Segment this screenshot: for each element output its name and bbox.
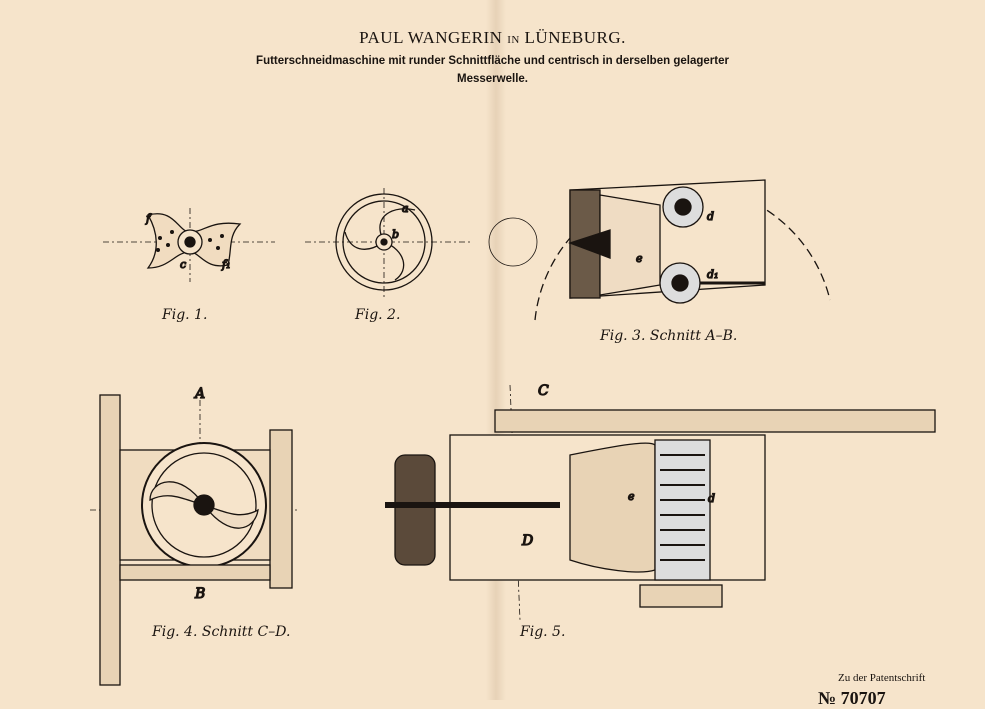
fig2-caption: Fig. 2. [355, 307, 401, 323]
label-e: e [636, 252, 643, 265]
fig3-caption: Fig. 3. Schnitt A–B. [600, 328, 738, 344]
title-line-2: Messerwelle. [457, 73, 528, 85]
fig3-drawing [534, 179, 831, 321]
label-C: C [538, 383, 549, 399]
label-d1: d₁ [707, 268, 718, 281]
label-c: c [180, 258, 186, 271]
footer-patent-label: Zu der Patentschrift [838, 672, 926, 684]
label-f: f [145, 212, 152, 225]
fig5-caption: Fig. 5. [520, 624, 566, 640]
ghost-circle [488, 217, 538, 267]
label-a: a [402, 202, 409, 215]
label-B: B [194, 586, 205, 602]
author-place: LÜNEBURG. [524, 28, 626, 47]
label-D: D [521, 533, 533, 549]
patent-author: PAUL WANGERIN IN LÜNEBURG. [0, 28, 985, 48]
fig1-drawing [103, 208, 275, 282]
fig2-drawing [305, 188, 470, 300]
label-f1: f₁ [221, 258, 230, 271]
fig5-drawing [385, 384, 936, 621]
label-A: A [193, 386, 205, 402]
label-b: b [392, 228, 399, 241]
patent-title: Futterschneidmaschine mit runder Schnitt… [0, 52, 985, 88]
label-e-fig5: e [628, 490, 635, 503]
author-name: PAUL WANGERIN [359, 28, 503, 47]
label-d: d [707, 210, 714, 223]
footer-patent-number: № 70707 [818, 688, 886, 708]
fig4-drawing [90, 394, 300, 686]
author-connector: IN [507, 34, 520, 46]
fig1-caption: Fig. 1. [162, 307, 208, 323]
label-d-fig5: d [708, 492, 715, 505]
title-line-1: Futterschneidmaschine mit runder Schnitt… [256, 55, 729, 67]
fig4-caption: Fig. 4. Schnitt C–D. [152, 624, 291, 640]
